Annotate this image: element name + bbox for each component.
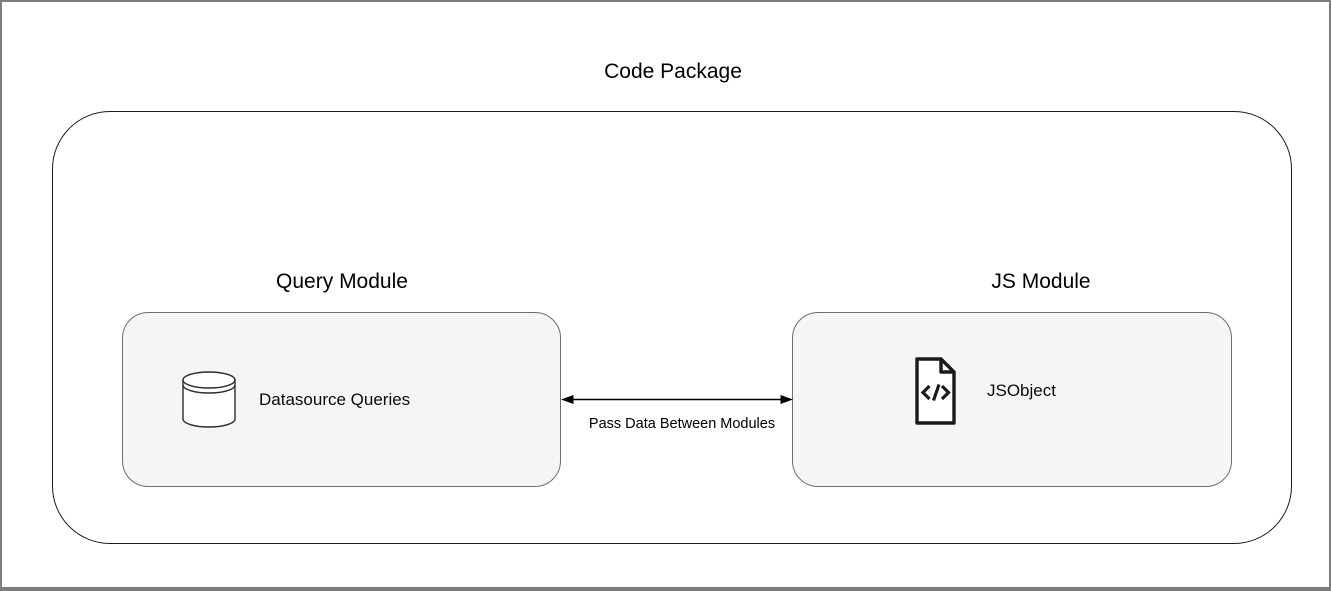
connector-label: Pass Data Between Modules bbox=[588, 416, 776, 432]
code-file-icon bbox=[915, 356, 956, 425]
database-icon bbox=[182, 371, 236, 428]
query-module-title: Query Module bbox=[276, 270, 408, 293]
query-module-box: Datasource Queries bbox=[122, 312, 561, 487]
bidirectional-arrow bbox=[561, 395, 793, 404]
query-module-box-label: Datasource Queries bbox=[259, 390, 411, 409]
js-module-box-label: JSObject bbox=[987, 381, 1056, 400]
diagram-title: Code Package bbox=[604, 60, 742, 83]
js-module-title: JS Module bbox=[991, 270, 1091, 293]
code-package-boundary bbox=[52, 111, 1292, 544]
js-module-box: JSObject bbox=[792, 312, 1232, 487]
